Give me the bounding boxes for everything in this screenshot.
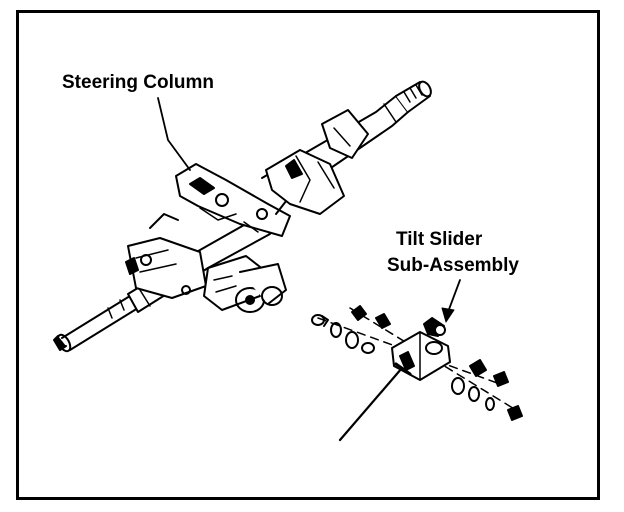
diagram-frame <box>16 10 600 500</box>
steering-column-assembly <box>53 80 432 353</box>
tilt-slider-label-line2: Sub-Assembly <box>387 255 519 276</box>
fastener-set-left <box>311 305 391 354</box>
steering-column-leader <box>157 97 191 171</box>
steering-column-label: Steering Column <box>62 72 215 93</box>
tilt-slider-leader <box>447 279 461 313</box>
fastener-set-right <box>451 359 523 421</box>
tilt-slider-label-line1: Tilt Slider <box>396 229 483 250</box>
tilt-slider-sub-assembly <box>311 305 523 442</box>
